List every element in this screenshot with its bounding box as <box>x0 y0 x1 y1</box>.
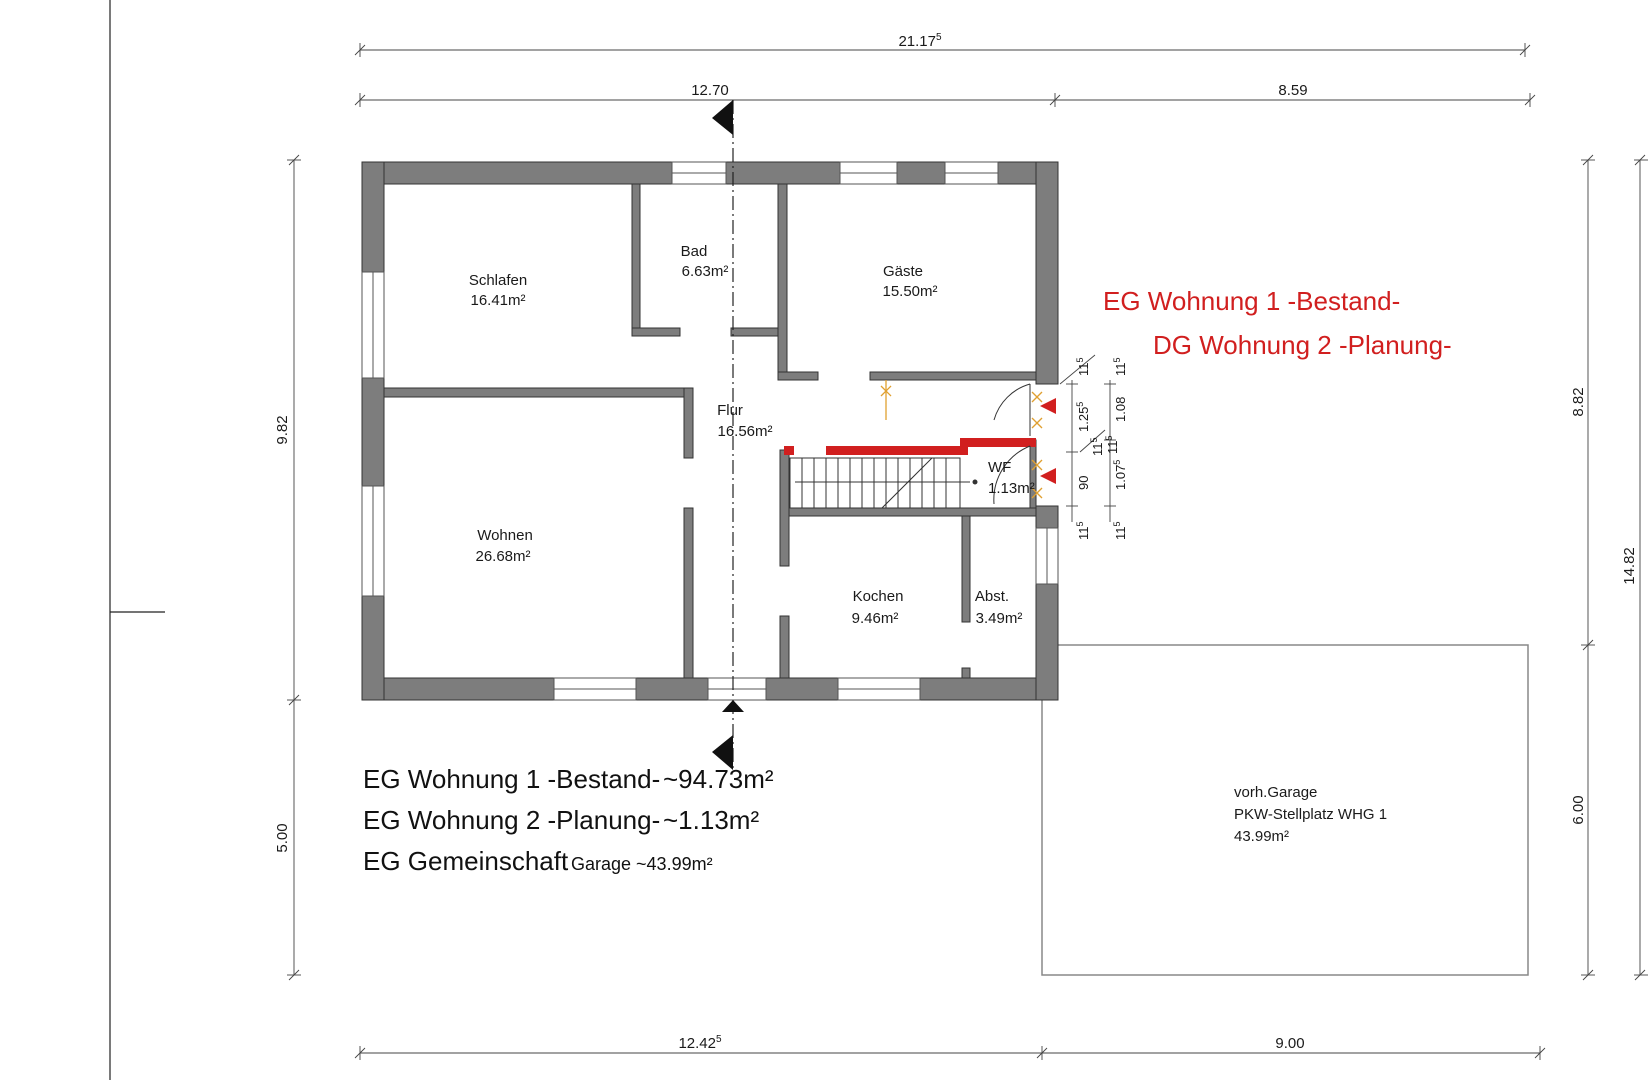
right-dimension-outer: 14.82 <box>1621 154 1648 981</box>
room-garage: vorh.Garage PKW-Stellplatz WHG 1 43.99m² <box>1234 784 1387 845</box>
room-name: Flur <box>717 402 743 419</box>
svg-text:115: 115 <box>1112 357 1128 376</box>
legend-label: EG Wohnung 1 -Bestand- <box>363 764 660 794</box>
doors <box>993 383 1031 505</box>
svg-text:14.82: 14.82 <box>1621 547 1638 585</box>
room-area: 16.41m² <box>470 292 525 309</box>
top-dimension-split: 12.70 8.59 <box>354 82 1536 107</box>
entrance-markers <box>1040 398 1056 484</box>
room-wohnen: Wohnen 26.68m² <box>475 527 532 565</box>
svg-text:9.00: 9.00 <box>1275 1035 1304 1052</box>
legend-value: Garage ~43.99m² <box>571 854 713 874</box>
room-bad: Bad 6.63m² <box>681 243 729 280</box>
area-legend: EG Wohnung 1 -Bestand- ~94.73m² EG Wohnu… <box>363 764 774 876</box>
svg-text:12.70: 12.70 <box>691 82 729 99</box>
highlighted-wall <box>784 438 1036 455</box>
room-wf: WF 1.13m² <box>988 459 1035 497</box>
windows <box>361 161 1059 701</box>
room-flur: Flur 16.56m² <box>717 402 772 440</box>
room-kochen: Kochen 9.46m² <box>852 588 904 627</box>
room-name: WF <box>988 459 1011 476</box>
room-area: 6.63m² <box>682 263 729 280</box>
room-name: Bad <box>681 243 708 260</box>
svg-text:1.075: 1.075 <box>1112 460 1128 490</box>
svg-text:90: 90 <box>1076 476 1091 490</box>
room-gaeste: Gäste 15.50m² <box>882 263 937 300</box>
dg-annotation: DG Wohnung 2 -Planung- <box>1153 330 1452 360</box>
svg-text:8.82: 8.82 <box>1570 387 1587 416</box>
outer-walls <box>361 161 1059 701</box>
svg-text:115: 115 <box>1112 521 1128 540</box>
legend-value: ~1.13m² <box>663 805 759 835</box>
top-dimension-total: 21.175 <box>354 32 1531 57</box>
svg-text:21.175: 21.175 <box>898 32 942 50</box>
room-name: Gäste <box>883 263 923 280</box>
room-abst: Abst. 3.49m² <box>975 588 1022 627</box>
room-name: Abst. <box>975 588 1009 605</box>
svg-text:9.82: 9.82 <box>274 415 291 444</box>
garage-outline <box>1041 644 1529 976</box>
room-area: 16.56m² <box>717 423 772 440</box>
entrance-dimensions: 115 115 1.255 1.08 90 115 1.075 115 115 … <box>1059 354 1128 540</box>
svg-text:115: 115 <box>1075 521 1091 540</box>
room-area: 9.46m² <box>852 610 899 627</box>
room-area: 15.50m² <box>882 283 937 300</box>
eg-annotation: EG Wohnung 1 -Bestand- <box>1103 286 1400 316</box>
room-schlafen: Schlafen 16.41m² <box>469 272 527 309</box>
bottom-dimension: 12.425 9.00 <box>354 1034 1546 1060</box>
svg-text:115: 115 <box>1104 435 1120 454</box>
room-name: Schlafen <box>469 272 527 289</box>
room-area: 43.99m² <box>1234 828 1289 845</box>
svg-text:5.00: 5.00 <box>274 823 291 852</box>
room-area: 26.68m² <box>475 548 530 565</box>
room-area: 1.13m² <box>988 480 1035 497</box>
svg-text:115: 115 <box>1089 437 1105 456</box>
svg-text:1.08: 1.08 <box>1113 397 1128 422</box>
room-name: Wohnen <box>477 527 533 544</box>
legend-label: EG Gemeinschaft <box>363 846 569 876</box>
svg-text:8.59: 8.59 <box>1278 82 1307 99</box>
section-line <box>712 100 744 770</box>
room-name: Kochen <box>853 588 904 605</box>
legend-value: ~94.73m² <box>663 764 774 794</box>
garage-title: vorh.Garage <box>1234 784 1317 801</box>
staircase <box>789 457 978 509</box>
garage-subtitle: PKW-Stellplatz WHG 1 <box>1234 806 1387 823</box>
left-dimension: 9.82 5.00 <box>274 154 301 981</box>
interior-walls <box>383 183 1037 679</box>
right-dimension-inner: 8.82 6.00 <box>1570 154 1595 981</box>
svg-text:115: 115 <box>1075 357 1091 376</box>
fixture-markers <box>880 380 1043 499</box>
legend-label: EG Wohnung 2 -Planung- <box>363 805 660 835</box>
svg-text:12.425: 12.425 <box>678 1034 722 1052</box>
room-area: 3.49m² <box>976 610 1023 627</box>
svg-text:1.255: 1.255 <box>1075 402 1091 432</box>
svg-text:6.00: 6.00 <box>1570 795 1587 824</box>
